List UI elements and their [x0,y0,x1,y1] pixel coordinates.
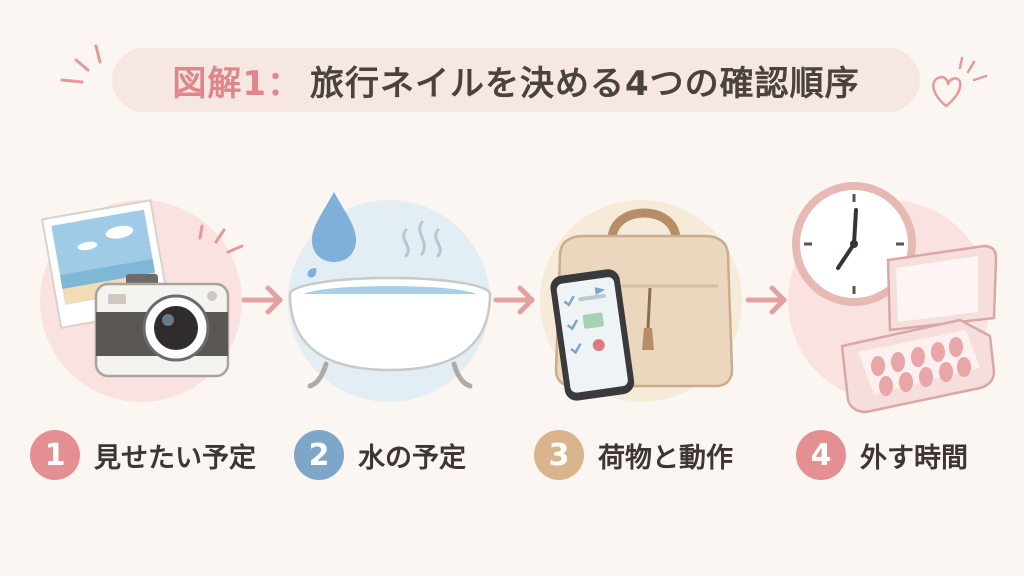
water-drop-icon [312,192,356,262]
phone-icon [550,269,635,401]
page-title: 図解1： 旅行ネイルを決める4つの確認順序 [112,48,920,112]
title-prefix: 図解1： [172,63,302,104]
arrow-right-icon [745,285,787,315]
title-text: 旅行ネイルを決める4つの確認順序 [310,63,860,104]
step-number-badge: 2 [294,430,344,480]
bag-phone-illustration [550,208,734,401]
step-label-text: 荷物と動作 [598,442,733,474]
bathtub-illustration [288,192,492,389]
step-number-badge: 3 [534,430,584,480]
photo-camera-illustration [40,199,244,378]
bathtub-icon [288,276,492,389]
arrow-right-icon [241,285,283,315]
sparkle-lines-left-icon [60,44,102,84]
step-number-badge: 1 [30,430,80,480]
step-label-text: 見せたい予定 [94,442,256,474]
clock-icon [792,182,916,306]
step-2-label: 2 水の予定 [294,427,466,483]
camera-icon [94,274,230,378]
step-4-label: 4 外す時間 [796,427,968,483]
step-number-badge: 4 [796,430,846,480]
step-3-label: 3 荷物と動作 [534,427,733,483]
step-1-label: 1 見せたい予定 [30,427,256,483]
heart-icon [932,56,988,108]
clock-nailcase-illustration [792,182,998,414]
arrow-right-icon [493,285,535,315]
nail-case-icon [840,244,998,414]
step-label-text: 外す時間 [860,442,968,474]
step-label-text: 水の予定 [358,442,466,474]
